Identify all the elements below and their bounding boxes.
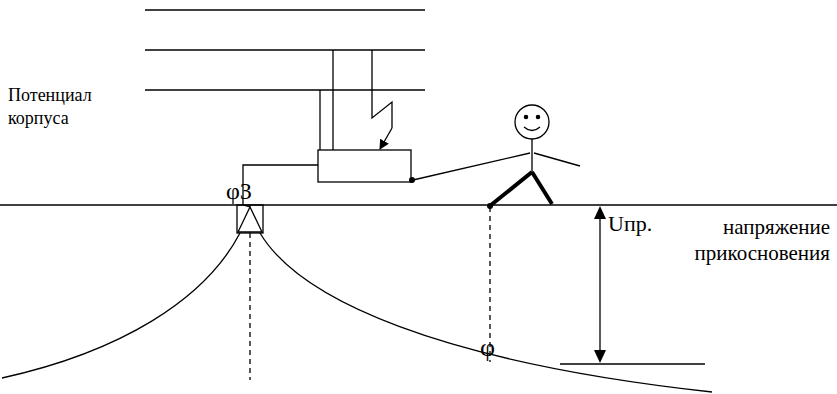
grounding-wire [243,205,250,207]
electrode-potential: φ3 [226,176,286,206]
contact-point [487,203,493,209]
person-eye [536,115,539,118]
ground-electrode-mark [238,207,262,232]
equipment-housing [318,150,411,182]
supply-wire [332,50,333,150]
housing-potential-note: Потенциал корпуса [8,84,138,129]
voltage-caption: напряжение прикосновения [668,214,830,267]
projection-line [249,233,250,380]
ground-surface [0,204,837,205]
voltage-arrow [599,217,600,352]
potential-curve [260,233,712,392]
person-head [515,105,549,139]
grounding-wire [243,165,318,205]
voltage-arrowhead [594,350,606,363]
fault-arrow [380,128,392,149]
fault-zigzag [372,50,392,128]
potential-level [560,363,705,364]
voltage-arrowhead [594,206,606,219]
person-mouth [524,127,540,131]
person-arm [534,153,580,166]
power-line [145,49,425,50]
person-body [531,139,532,172]
power-line [145,89,425,90]
supply-wire [319,90,320,150]
voltage-symbol: Uпр. [608,210,668,238]
power-line [145,9,425,10]
contact-point [409,177,415,183]
person-arm [413,153,530,180]
person-leg [491,172,532,205]
person-eye [524,115,527,118]
ground-potential: φ [480,332,510,365]
potential-curve [2,233,240,378]
person-leg [532,172,552,204]
ground-electrode [237,205,263,233]
